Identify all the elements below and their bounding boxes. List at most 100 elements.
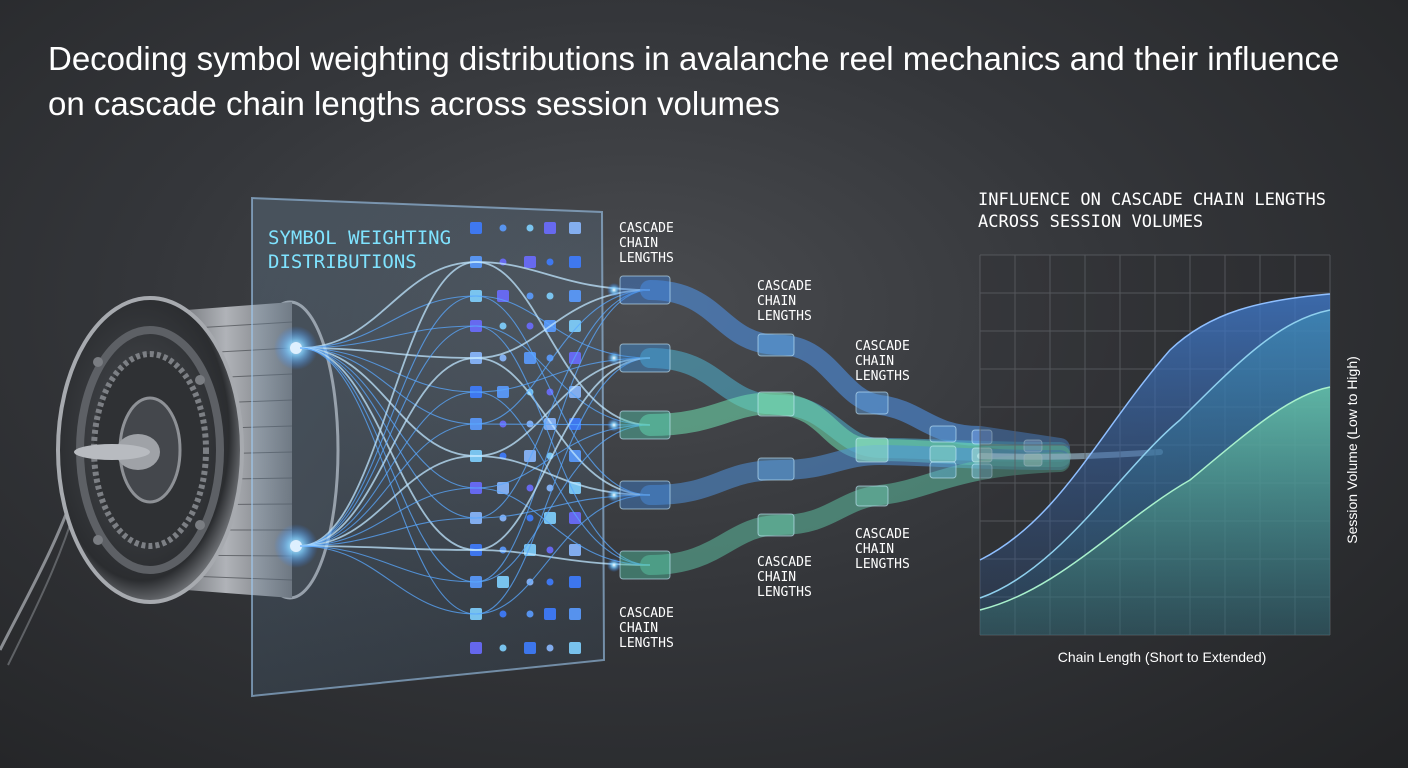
cascade-chip [929, 445, 957, 463]
symbol-node [569, 256, 581, 268]
page-title: Decoding symbol weighting distributions … [48, 40, 1340, 122]
cascade-label-line3: LENGTHS [619, 251, 674, 266]
symbol-node [499, 610, 507, 618]
cascade-chip [619, 480, 671, 510]
fiber-glow [607, 558, 621, 572]
symbol-node [497, 576, 509, 588]
cascade-chip [619, 550, 671, 580]
symbol-node [499, 514, 507, 522]
cascade-chip [855, 437, 889, 463]
cascade-chip [1023, 439, 1043, 453]
cascade-label-line2: CHAIN [757, 294, 796, 309]
cascade-label-line2: CHAIN [619, 621, 658, 636]
cascade-chip [757, 513, 795, 537]
light-fiber [299, 261, 651, 547]
cascade-label-line3: LENGTHS [757, 309, 812, 324]
light-fiber [299, 494, 651, 615]
cascade-chip [619, 343, 671, 373]
cascade-chip [971, 447, 993, 463]
symbol-node [470, 222, 482, 234]
chart-title-line2: ACROSS SESSION VOLUMES [978, 212, 1203, 232]
cascade-label-line1: CASCADE [855, 527, 910, 542]
symbol-node [499, 224, 507, 232]
cascade-label-line2: CHAIN [619, 236, 658, 251]
symbol-node [526, 224, 534, 232]
symbol-node [526, 484, 534, 492]
cascade-chip [757, 391, 795, 417]
panel-label-line1: SYMBOL WEIGHTING [268, 227, 451, 249]
light-fiber [299, 347, 651, 489]
light-fiber [299, 289, 651, 547]
symbol-node [546, 644, 554, 652]
light-fiber [299, 347, 651, 496]
fiber-glow [607, 351, 621, 365]
light-fiber [299, 357, 651, 547]
panel-label-line2: DISTRIBUTIONS [268, 251, 417, 273]
cascade-chip [929, 461, 957, 479]
cascade-labels: CASCADECHAINLENGTHSCASCADECHAINLENGTHSCA… [619, 221, 910, 651]
chart-area-series-3 [980, 387, 1330, 635]
symbol-node [524, 256, 536, 268]
symbol-node [470, 642, 482, 654]
symbol-node [526, 292, 534, 300]
chart-y-axis-label: Session Volume (Low to High) [1344, 356, 1360, 544]
cascade-label-line2: CHAIN [757, 570, 796, 585]
light-fiber [299, 295, 651, 547]
light-fiber [299, 325, 651, 566]
symbol-node [546, 546, 554, 554]
chart-title-line1: INFLUENCE ON CASCADE CHAIN LENGTHS [978, 190, 1326, 210]
symbol-node [499, 354, 507, 362]
symbol-node [546, 388, 554, 396]
symbol-node [497, 386, 509, 398]
cascade-label-line2: CHAIN [855, 542, 894, 557]
cascade-chip [971, 429, 993, 445]
fiber-glow [607, 488, 621, 502]
light-fiber [299, 487, 651, 566]
cascade-label-line1: CASCADE [757, 279, 812, 294]
light-fiber [299, 347, 651, 566]
cascade-label-line3: LENGTHS [855, 557, 910, 572]
light-fiber [299, 423, 651, 547]
cascade-chip [757, 333, 795, 357]
cascade-chip [619, 410, 671, 440]
symbol-node [569, 608, 581, 620]
chart-plot-area [979, 254, 1331, 636]
symbol-node [569, 642, 581, 654]
light-fiber [299, 424, 651, 583]
symbol-node [526, 322, 534, 330]
symbol-node [544, 222, 556, 234]
light-fiber [299, 347, 651, 519]
light-fiber [299, 357, 651, 551]
cascade-label-line3: LENGTHS [619, 636, 674, 651]
symbol-node [546, 292, 554, 300]
symbol-node [526, 514, 534, 522]
symbol-node [569, 512, 581, 524]
symbol-node [499, 322, 507, 330]
cascade-chip [929, 425, 957, 443]
cascade-label-line1: CASCADE [855, 339, 910, 354]
cascade-chip [619, 275, 671, 305]
symbol-node [569, 320, 581, 332]
symbol-node [499, 644, 507, 652]
cascade-label-line1: CASCADE [619, 221, 674, 236]
symbol-weighting-panel: SYMBOL WEIGHTING DISTRIBUTIONS [251, 196, 606, 698]
light-fiber [299, 347, 651, 566]
light-fiber [299, 455, 651, 547]
symbol-node [544, 512, 556, 524]
symbol-node [569, 290, 581, 302]
symbol-node [526, 610, 534, 618]
chart-x-axis-label: Chain Length (Short to Extended) [1058, 649, 1267, 665]
symbol-node [524, 642, 536, 654]
symbol-node [546, 258, 554, 266]
symbol-node [544, 608, 556, 620]
cascade-label-line1: CASCADE [619, 606, 674, 621]
symbol-node [569, 544, 581, 556]
cascade-chip [855, 391, 889, 415]
influence-chart: INFLUENCE ON CASCADE CHAIN LENGTHS ACROS… [978, 190, 1360, 665]
light-fibers [299, 261, 651, 615]
symbol-node [569, 576, 581, 588]
cascade-chip [757, 457, 795, 481]
cascade-chip [1023, 453, 1043, 467]
symbol-node [546, 578, 554, 586]
cascade-label-line3: LENGTHS [855, 369, 910, 384]
